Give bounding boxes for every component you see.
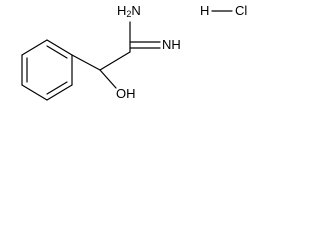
- hydroxyl-text: OH: [116, 86, 136, 101]
- alpha-carbon-to-oh-bond: [99, 69, 117, 89]
- amine-label: H2N: [117, 4, 141, 19]
- amine-text: H2N: [117, 3, 141, 19]
- hydrogen-label: H: [200, 4, 209, 17]
- chlorine-label: Cl: [235, 4, 247, 17]
- ring-bond-6: [21, 39, 48, 56]
- benzene-ring: [21, 39, 73, 101]
- ring-bond-4: [21, 84, 48, 101]
- ring-bond-1: [46, 39, 73, 56]
- imine-text: NH: [162, 37, 181, 52]
- hydrogen-text: H: [200, 3, 210, 18]
- ring-bond-3: [46, 84, 73, 101]
- bond-drawing: [21, 10, 233, 101]
- structure-diagram: H2N NH OH H Cl: [0, 0, 254, 120]
- imine-label: NH: [162, 38, 181, 51]
- ring-to-alpha-carbon-bond: [71, 54, 101, 71]
- ring-double-bond-2: [46, 81, 68, 95]
- alpha-carbon-to-amidine-bond: [99, 51, 131, 71]
- chlorine-text: Cl: [235, 3, 248, 18]
- ring-double-bond-1: [46, 45, 68, 59]
- hydroxyl-label: OH: [116, 87, 136, 100]
